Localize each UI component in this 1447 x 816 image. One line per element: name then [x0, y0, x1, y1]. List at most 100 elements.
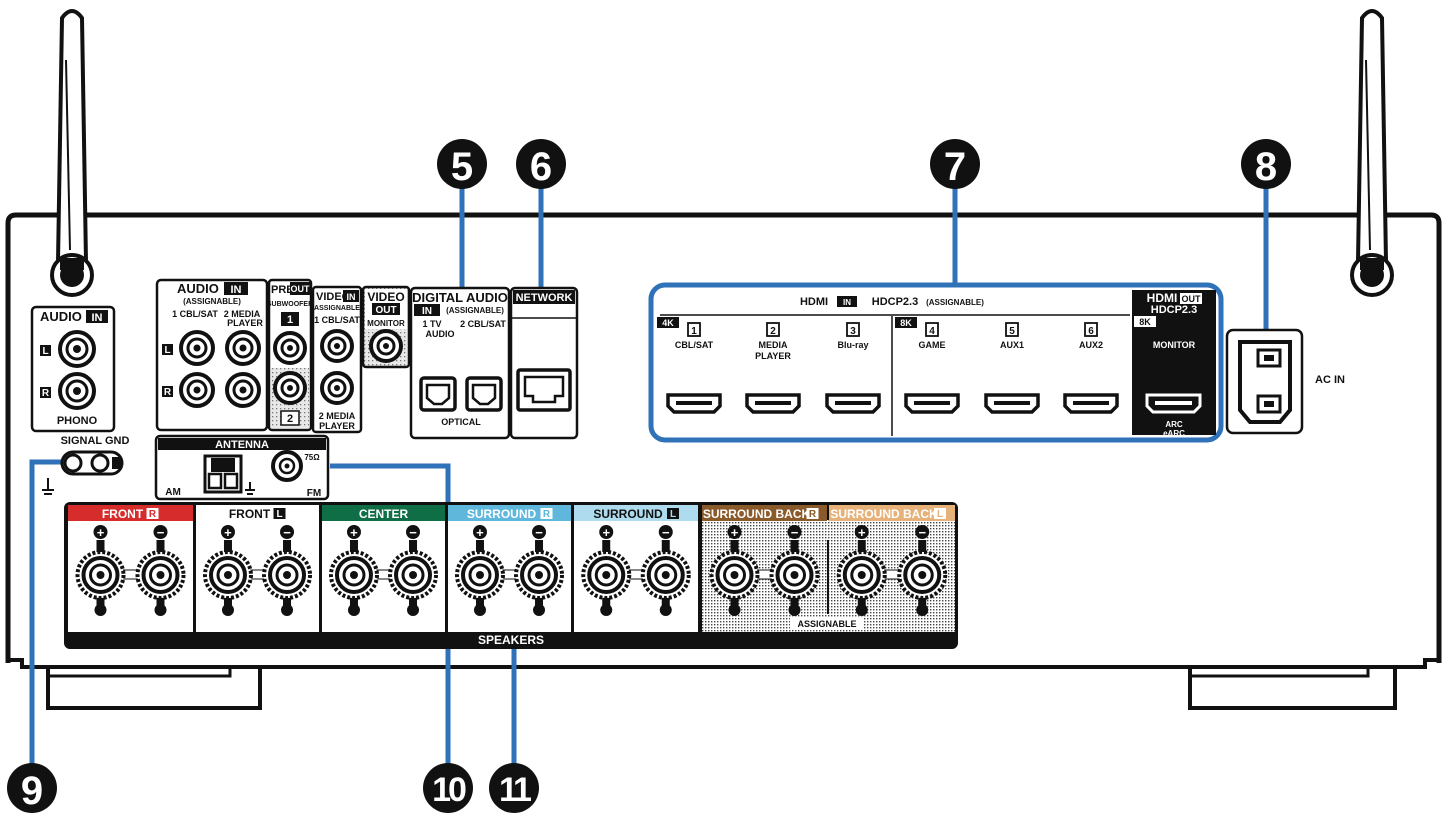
hdmi-out-header: HDMI [1147, 291, 1178, 305]
callout-7-circle [930, 139, 980, 189]
speaker-terminal-positive[interactable] [709, 550, 760, 600]
video-in-header: VIDEO [316, 291, 351, 303]
hdmi-header: HDMI [800, 296, 828, 308]
audio-in-2-jack-l[interactable] [225, 330, 261, 366]
speaker-plus-sign: + [224, 525, 232, 540]
speaker-terminal-negative[interactable] [640, 550, 691, 600]
speaker-terminal-negative[interactable] [514, 550, 565, 600]
callout-line-10 [330, 463, 451, 768]
phono-jack-r[interactable] [58, 372, 96, 410]
speaker-terminal-negative[interactable] [897, 550, 948, 600]
ac-in-label: AC IN [1315, 374, 1345, 386]
hdmi-input-port-6[interactable] [1063, 393, 1119, 414]
optical-input-2[interactable] [465, 376, 503, 412]
hdmi-input-port-2[interactable] [745, 393, 801, 414]
subwoofer-jack-1[interactable] [273, 331, 307, 365]
speaker-channel-label: FRONT [102, 507, 144, 521]
speaker-channel-badge: L [276, 509, 282, 520]
video-out-monitor-jack[interactable] [369, 329, 403, 363]
audio-in-1-jack-r[interactable] [179, 372, 215, 408]
hdmi-4k-badge: 4K [662, 318, 674, 328]
speaker-terminal-positive[interactable] [836, 550, 887, 600]
speaker-terminal-negative[interactable] [388, 550, 439, 600]
video-in-1-jack[interactable] [320, 329, 354, 363]
speaker-terminal-positive[interactable] [328, 550, 379, 600]
video-in-2-jack[interactable] [320, 371, 354, 405]
optical-label: OPTICAL [441, 417, 481, 427]
wireless-antenna-right [1350, 9, 1394, 297]
speaker-channel-label: SURROUND [467, 507, 537, 521]
optical-input-1[interactable] [419, 376, 457, 412]
digital-audio-header: DIGITAL AUDIO [412, 290, 508, 305]
chassis-outline [5, 212, 1442, 663]
speaker-terminal-positive[interactable] [202, 550, 253, 600]
speakers-assignable-label: ASSIGNABLE [797, 619, 856, 629]
signal-gnd-terminal[interactable] [42, 450, 124, 495]
speaker-minus-sign: − [157, 525, 165, 540]
speaker-terminal-negative[interactable] [262, 550, 313, 600]
audio-in-channel-l: L [164, 345, 170, 356]
hdmi-input-label: CBL/SAT [675, 340, 714, 350]
speaker-terminal-negative[interactable] [769, 550, 820, 600]
hdmi-out-badge: OUT [1182, 294, 1202, 304]
signal-gnd-label: SIGNAL GND [61, 435, 130, 447]
speaker-plus-sign: + [97, 525, 105, 540]
speaker-minus-sign: − [791, 525, 799, 540]
speaker-terminal-positive[interactable] [454, 550, 505, 600]
callout-5-circle [437, 139, 487, 189]
callout-badges: 5 6 7 8 9 10 11 [7, 139, 1291, 813]
digital-audio-input1b: AUDIO [426, 329, 455, 339]
hdmi-input-number: 6 [1088, 326, 1094, 337]
foot-left [46, 667, 262, 710]
hdmi-out-hdcp: HDCP2.3 [1151, 304, 1197, 316]
callout-6-circle [516, 139, 566, 189]
speaker-plus-sign: + [476, 525, 484, 540]
audio-in-panel: AUDIO IN (ASSIGNABLE) 1 CBL/SAT 2 MEDIA … [155, 278, 269, 432]
video-out-sub: MONITOR [367, 319, 405, 328]
chassis-bottom [8, 658, 1439, 669]
antenna-header: ANTENNA [215, 439, 269, 451]
am-antenna-terminal[interactable] [203, 454, 255, 495]
callout-5: 5 [451, 145, 473, 189]
hdmi-earc-label: eARC [1163, 429, 1185, 438]
speaker-plus-sign: + [350, 525, 358, 540]
hdmi-input-number: 2 [770, 326, 776, 337]
callout-9: 9 [21, 769, 43, 813]
ac-inlet[interactable] [1238, 340, 1292, 424]
audio-in-2-jack-r[interactable] [225, 372, 261, 408]
speaker-terminal-positive[interactable] [581, 550, 632, 600]
speaker-plus-sign: + [731, 525, 739, 540]
preout-sub: SUBWOOFER [267, 301, 313, 308]
hdmi-input-port-4[interactable] [904, 393, 960, 414]
subwoofer-jack-2[interactable] [273, 371, 307, 405]
speaker-minus-sign: − [409, 525, 417, 540]
ac-in-panel: AC IN [1225, 328, 1345, 435]
audio-in-col2b: PLAYER [227, 318, 263, 328]
fm-antenna-terminal[interactable] [271, 450, 303, 482]
audio-in-1-jack-l[interactable] [179, 330, 215, 366]
speaker-channel-label: CENTER [359, 507, 409, 521]
ethernet-port[interactable] [516, 368, 572, 412]
antenna-ohm-label: 75Ω [304, 453, 320, 462]
callout-line-9 [29, 459, 66, 768]
hdmi-input-port-5[interactable] [984, 393, 1040, 414]
hdmi-out-monitor-port[interactable] [1145, 393, 1202, 414]
hdmi-assignable: (ASSIGNABLE) [926, 298, 984, 307]
hdmi-input-number: 5 [1009, 326, 1015, 337]
speaker-terminal-positive[interactable] [75, 550, 126, 600]
speaker-minus-sign: − [283, 525, 291, 540]
hdmi-hdcp: HDCP2.3 [872, 296, 918, 308]
foot-left-inner [48, 667, 232, 678]
speaker-terminal-negative[interactable] [135, 550, 186, 600]
hdmi-monitor-label: MONITOR [1153, 340, 1196, 350]
hdmi-input-port-3[interactable] [825, 393, 881, 414]
phono-jack-l[interactable] [58, 330, 96, 368]
hdmi-input-port-1[interactable] [666, 393, 722, 414]
hdmi-in-badge: IN [843, 298, 851, 307]
